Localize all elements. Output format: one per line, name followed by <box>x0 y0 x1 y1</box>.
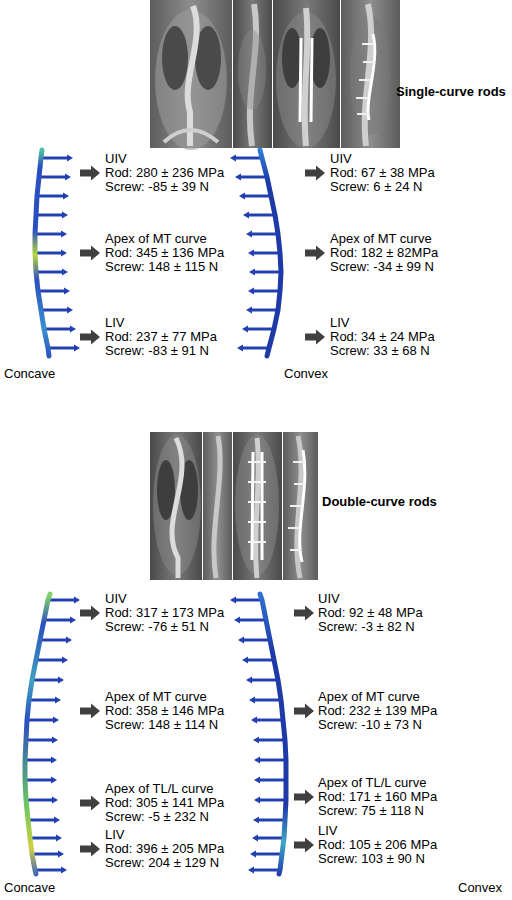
level-name: LIV <box>318 824 338 838</box>
rod-stress: Rod: 305 ± 141 MPa <box>105 796 224 810</box>
level-name: UIV <box>318 592 340 606</box>
level-name: LIV <box>330 316 350 330</box>
screw-force: Screw: -3 ± 82 N <box>318 620 415 634</box>
xray-panel-double <box>150 432 318 580</box>
level-name: UIV <box>330 152 352 166</box>
screw-force: Screw: 204 ± 129 N <box>105 856 219 870</box>
screw-force: Screw: 6 ± 24 N <box>330 180 422 194</box>
concave-single-rod <box>35 150 80 356</box>
screw-force: Screw: 148 ± 114 N <box>105 718 218 732</box>
level-name: LIV <box>105 828 125 842</box>
screw-force: Screw: 75 ± 118 N <box>318 804 424 818</box>
level-name: Apex of MT curve <box>105 690 207 704</box>
side-label: Concave <box>4 366 55 381</box>
xray-panel-single <box>150 0 400 150</box>
level-name: Apex of MT curve <box>330 232 432 246</box>
level-name: Apex of MT curve <box>318 690 420 704</box>
screw-force: Screw: 103 ± 90 N <box>318 852 425 866</box>
side-label: Convex <box>284 366 328 381</box>
rod-stress: Rod: 34 ± 24 MPa <box>330 330 435 344</box>
rod-stress: Rod: 358 ± 146 MPa <box>105 704 224 718</box>
rod-stress: Rod: 232 ± 139 MPa <box>318 704 437 718</box>
screw-force: Screw: -34 ± 99 N <box>330 260 434 274</box>
level-name: UIV <box>105 592 127 606</box>
rod-stress: Rod: 396 ± 205 MPa <box>105 842 224 856</box>
level-name: LIV <box>105 316 125 330</box>
rod-stress: Rod: 105 ± 206 MPa <box>318 838 437 852</box>
level-name: Apex of MT curve <box>105 232 207 246</box>
rod-stress: Rod: 67 ± 38 MPa <box>330 166 435 180</box>
screw-force: Screw: 33 ± 68 N <box>330 344 430 358</box>
convex-single-rod <box>230 150 281 356</box>
rod-stress: Rod: 317 ± 173 MPa <box>105 606 224 620</box>
level-name: Apex of TL/L curve <box>318 776 426 790</box>
level-name: UIV <box>105 152 127 166</box>
screw-force: Screw: 148 ± 115 N <box>105 260 218 274</box>
block-arrows <box>80 166 325 857</box>
screw-force: Screw: -76 ± 51 N <box>105 620 209 634</box>
section-title: Double-curve rods <box>322 494 437 510</box>
convex-double-rod <box>230 594 286 874</box>
section-title: Single-curve rods <box>396 84 506 100</box>
screw-force: Screw: -10 ± 73 N <box>318 718 422 732</box>
screw-force: Screw: -83 ± 91 N <box>105 344 209 358</box>
rod-stress: Rod: 92 ± 48 MPa <box>318 606 423 620</box>
rod-stress: Rod: 237 ± 77 MPa <box>105 330 217 344</box>
concave-double-rod <box>25 594 80 874</box>
rod-stress: Rod: 171 ± 160 MPa <box>318 790 437 804</box>
rod-stress: Rod: 280 ± 236 MPa <box>105 166 224 180</box>
side-label: Convex <box>458 880 502 895</box>
rod-stress: Rod: 345 ± 136 MPa <box>105 246 224 260</box>
side-label: Concave <box>4 880 55 895</box>
screw-force: Screw: -85 ± 39 N <box>105 180 209 194</box>
level-name: Apex of TL/L curve <box>105 782 213 796</box>
rod-stress: Rod: 182 ± 82MPa <box>330 246 438 260</box>
screw-force: Screw: -5 ± 232 N <box>105 810 209 824</box>
